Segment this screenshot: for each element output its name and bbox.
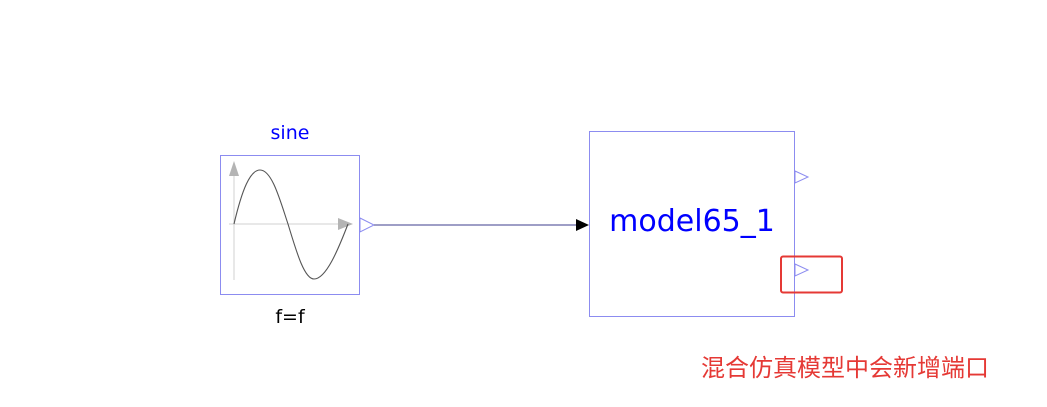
connection-sine-to-model[interactable] [374, 219, 589, 231]
annotation-text: 混合仿真模型中会新增端口 [701, 354, 989, 382]
sine-block-frame [220, 155, 360, 295]
sine-block-title: sine [270, 122, 310, 144]
sine-y-axis-arrow [229, 161, 239, 176]
sine-x-axis-arrow [338, 218, 353, 230]
model-block[interactable] [589, 131, 810, 317]
model-output-port-2[interactable] [794, 263, 810, 277]
connection-arrowhead [576, 219, 589, 231]
model-output-port-1[interactable] [794, 170, 810, 184]
sine-block[interactable] [220, 155, 376, 295]
model-block-frame [589, 131, 795, 317]
model-block-name: model65_1 [609, 204, 775, 239]
sine-output-port[interactable] [359, 217, 376, 233]
new-port-highlight [780, 255, 843, 294]
sine-wave-icon [233, 169, 349, 280]
sine-block-parameter: f=f [275, 306, 305, 328]
